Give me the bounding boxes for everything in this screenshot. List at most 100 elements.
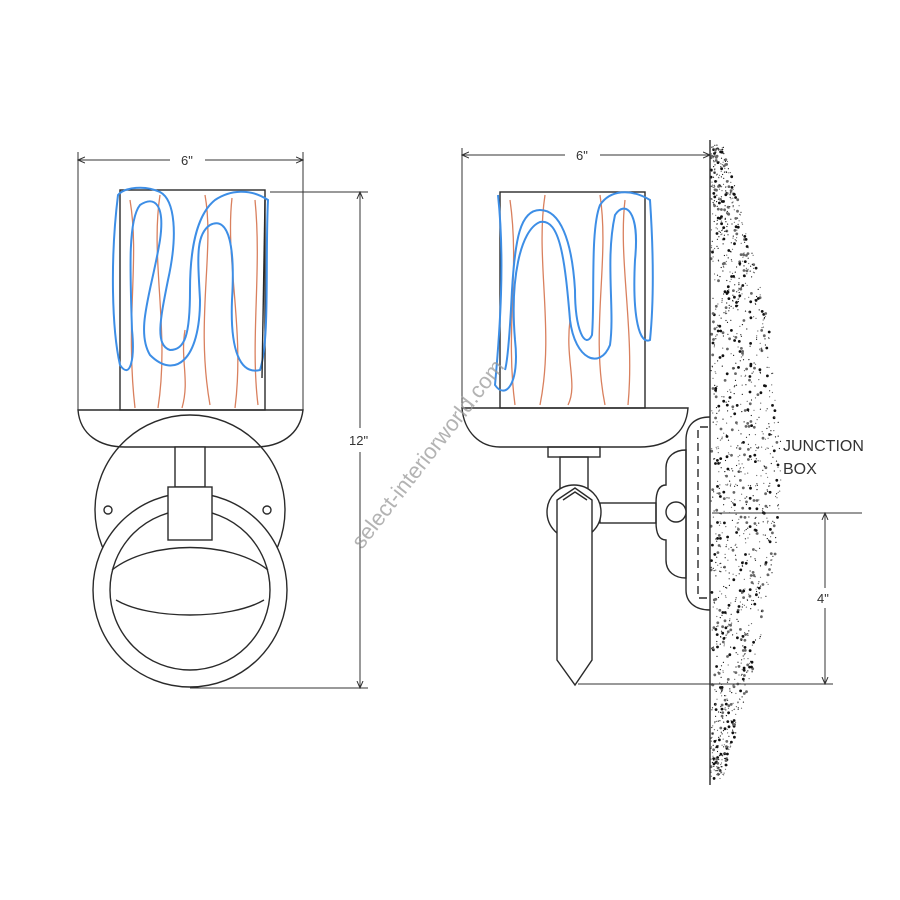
speckle-dot [712, 757, 716, 760]
stem-block [167, 486, 213, 541]
speckle-dot [766, 489, 768, 491]
speckle-dot [725, 221, 727, 223]
speckle-dot [744, 238, 748, 241]
speckle-dot [711, 629, 713, 631]
speckle-dot [744, 633, 747, 636]
speckle-dot [713, 149, 717, 152]
speckle-dot [729, 281, 731, 283]
glass-blue-drips [493, 191, 654, 392]
speckle-dot [732, 289, 735, 292]
speckle-dot [726, 757, 728, 759]
speckle-dot [740, 707, 743, 709]
speckle-dot [715, 633, 719, 636]
speckle-dot [738, 674, 740, 676]
speckle-dot [712, 260, 714, 262]
speckle-dot [734, 499, 736, 501]
speckle-dot [725, 190, 727, 192]
stem-collar [547, 446, 601, 458]
speckle-dot [715, 338, 717, 340]
speckle-dot [713, 740, 717, 743]
speckle-dot [746, 328, 748, 330]
speckle-dot [741, 606, 743, 608]
speckle-dot [727, 725, 731, 729]
speckle-dot [729, 172, 732, 174]
speckle-dot [718, 524, 721, 526]
speckle-dot [711, 448, 713, 450]
speckle-dot [764, 312, 768, 315]
speckle-dot [716, 173, 718, 175]
speckle-dot [741, 463, 743, 465]
speckle-dot [755, 422, 757, 424]
speckle-dot [743, 646, 747, 649]
speckle-dot [718, 447, 720, 449]
speckle-dot [739, 360, 741, 362]
speckle-dot [721, 695, 723, 697]
speckle-dot [738, 589, 742, 592]
speckle-dot [748, 434, 751, 436]
speckle-dot [716, 551, 720, 554]
speckle-dot [766, 427, 768, 430]
speckle-dot [738, 291, 740, 294]
speckle-dot [725, 484, 727, 486]
speckle-dot [728, 548, 730, 550]
speckle-dot [716, 228, 719, 230]
junction-label: JUNCTION [783, 438, 864, 455]
speckle-dot [726, 321, 729, 323]
speckle-dot [728, 304, 730, 306]
speckle-dot [721, 233, 723, 235]
speckle-dot [725, 312, 727, 314]
speckle-dot [721, 614, 723, 616]
speckle-dot [716, 485, 719, 488]
speckle-dot [754, 363, 757, 365]
speckle-dot [726, 728, 728, 731]
speckle-dot [759, 349, 761, 351]
speckle-dot [757, 460, 759, 462]
speckle-dot [736, 198, 740, 202]
speckle-dot [740, 242, 742, 244]
speckle-dot [724, 768, 727, 770]
speckle-dot [721, 396, 723, 398]
speckle-dot [751, 599, 753, 602]
speckle-dot [772, 520, 774, 522]
speckle-dot [724, 167, 726, 170]
speckle-dot [759, 541, 761, 543]
speckle-dot [767, 356, 769, 358]
speckle-dot [734, 196, 737, 199]
speckle-dot [736, 291, 738, 293]
speckle-dot [718, 197, 720, 199]
speckle-dot [730, 259, 733, 261]
speckle-dot [724, 626, 728, 630]
speckle-dot [744, 653, 746, 655]
speckle-dot [723, 585, 725, 588]
speckle-dot [765, 595, 767, 597]
speckle-dot [725, 310, 727, 312]
speckle-dot [715, 214, 717, 216]
speckle-dot [779, 490, 781, 492]
speckle-dot [720, 676, 722, 679]
speckle-dot [753, 453, 757, 457]
speckle-dot [722, 738, 724, 740]
speckle-dot [710, 737, 712, 739]
speckle-dot [720, 513, 722, 515]
speckle-dot [734, 225, 738, 229]
speckle-dot [734, 284, 736, 286]
speckle-dot [741, 677, 745, 681]
speckle-dot [743, 421, 745, 423]
speckle-dot [760, 610, 763, 612]
speckle-dot [724, 707, 726, 709]
speckle-dot [725, 695, 727, 697]
speckle-dot [746, 422, 750, 425]
speckle-dot [751, 571, 755, 574]
speckle-dot [756, 489, 758, 491]
speckle-dot [728, 578, 730, 580]
speckle-dot [763, 482, 765, 484]
speckle-dot [746, 400, 748, 402]
speckle-dot [739, 535, 741, 537]
speckle-dot [742, 355, 744, 357]
speckle-dot [710, 746, 713, 748]
speckle-dot [760, 634, 762, 636]
speckle-dot [762, 319, 764, 321]
speckle-dot [757, 288, 759, 290]
speckle-dot [723, 266, 725, 268]
speckle-dot [721, 436, 723, 438]
